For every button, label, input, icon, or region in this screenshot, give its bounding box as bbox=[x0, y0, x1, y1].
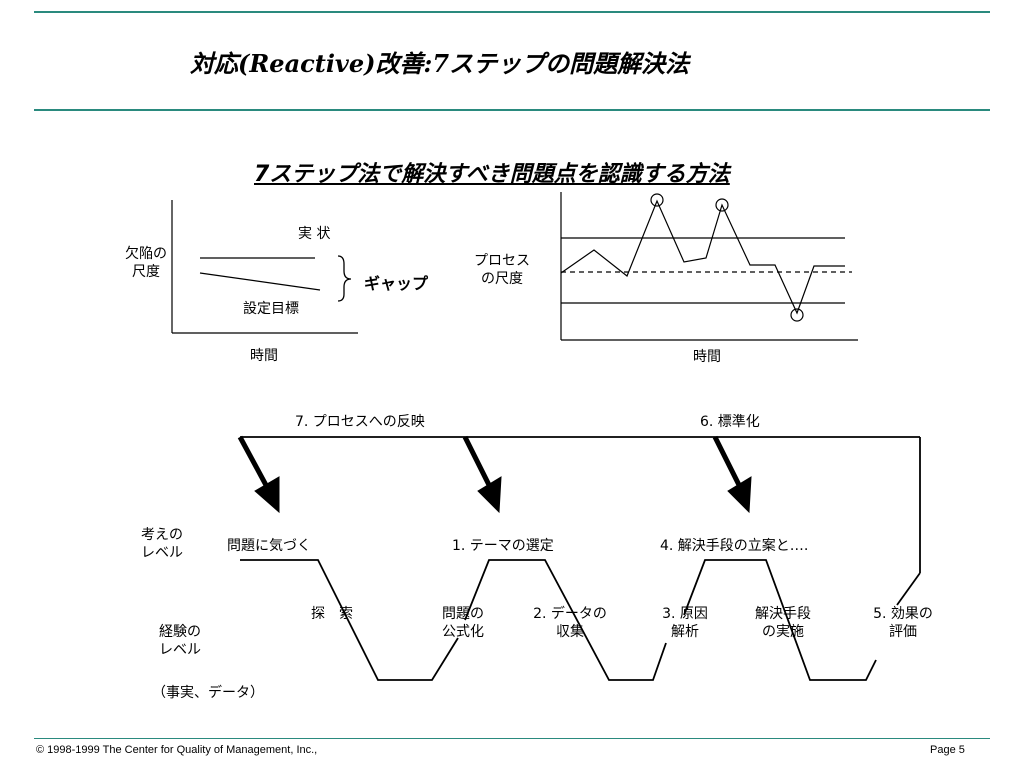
control-chart bbox=[560, 192, 858, 341]
feedback-label-7: 7. プロセスへの反映 bbox=[295, 414, 425, 430]
footer-rule bbox=[34, 738, 990, 739]
gap-chart-x-label: 時間 bbox=[250, 348, 278, 364]
gap-chart-y-label: 欠陥の 尺度 bbox=[125, 246, 167, 280]
actual-label: 実 状 bbox=[298, 226, 331, 242]
step-3-cause-analysis: 3. 原因 解析 bbox=[662, 606, 708, 640]
page-title: 対応(Reactive)改善:7ステップの問題解決法 bbox=[190, 49, 690, 78]
process-flow bbox=[240, 436, 921, 681]
step-5-effect-evaluation: 5. 効果の 評価 bbox=[873, 606, 933, 640]
feedback-arrow bbox=[462, 435, 493, 489]
feedback-arrow bbox=[712, 435, 743, 489]
page-number: Page 5 bbox=[930, 744, 965, 756]
feedback-arrow-head bbox=[477, 476, 502, 514]
target-label: 設定目標 bbox=[243, 301, 299, 317]
section-subtitle: 7ステップ法で解決すべき問題点を認識する方法 bbox=[254, 162, 730, 187]
step-waveform bbox=[240, 559, 459, 681]
feedback-to-evaluation bbox=[896, 572, 921, 606]
step-explore: 探 索 bbox=[311, 606, 353, 622]
feedback-arrow-head bbox=[254, 476, 280, 514]
control-chart-x-label: 時間 bbox=[693, 349, 721, 365]
step-1-theme-selection: 1. テーマの選定 bbox=[452, 538, 554, 554]
thinking-level-label: 考えの レベル bbox=[141, 527, 183, 561]
feedback-arrow bbox=[237, 435, 270, 489]
outlier-marker bbox=[790, 308, 804, 322]
facts-note: （事実、データ） bbox=[152, 685, 264, 701]
gap-label: ギャップ bbox=[364, 274, 429, 293]
outlier-marker bbox=[715, 198, 729, 212]
feedback-label-6: 6. 標準化 bbox=[700, 414, 760, 430]
copyright-text: © 1998-1999 The Center for Quality of Ma… bbox=[36, 744, 318, 756]
title-rule bbox=[34, 109, 990, 111]
top-rule bbox=[34, 11, 990, 13]
gap-brace bbox=[337, 255, 352, 302]
step-notice-problem: 問題に気づく bbox=[227, 538, 311, 554]
gap-chart bbox=[171, 200, 358, 334]
step-problem-formalization: 問題の 公式化 bbox=[442, 606, 484, 640]
step-waveform bbox=[464, 559, 667, 681]
outlier-marker bbox=[650, 193, 664, 207]
step-4-solution-planning: 4. 解決手段の立案と‥‥ bbox=[660, 538, 809, 554]
step-waveform bbox=[683, 559, 877, 681]
step-2-data-collection: 2. データの 収集 bbox=[533, 606, 607, 640]
feedback-arrows bbox=[237, 435, 752, 514]
target-line bbox=[199, 272, 321, 291]
process-data-line bbox=[560, 199, 845, 315]
control-chart-y-label: プロセス の尺度 bbox=[474, 253, 530, 287]
experience-level-label: 経験の レベル bbox=[159, 624, 201, 658]
feedback-arrow-head bbox=[727, 476, 752, 514]
step-solution-implementation: 解決手段 の実施 bbox=[755, 606, 811, 640]
